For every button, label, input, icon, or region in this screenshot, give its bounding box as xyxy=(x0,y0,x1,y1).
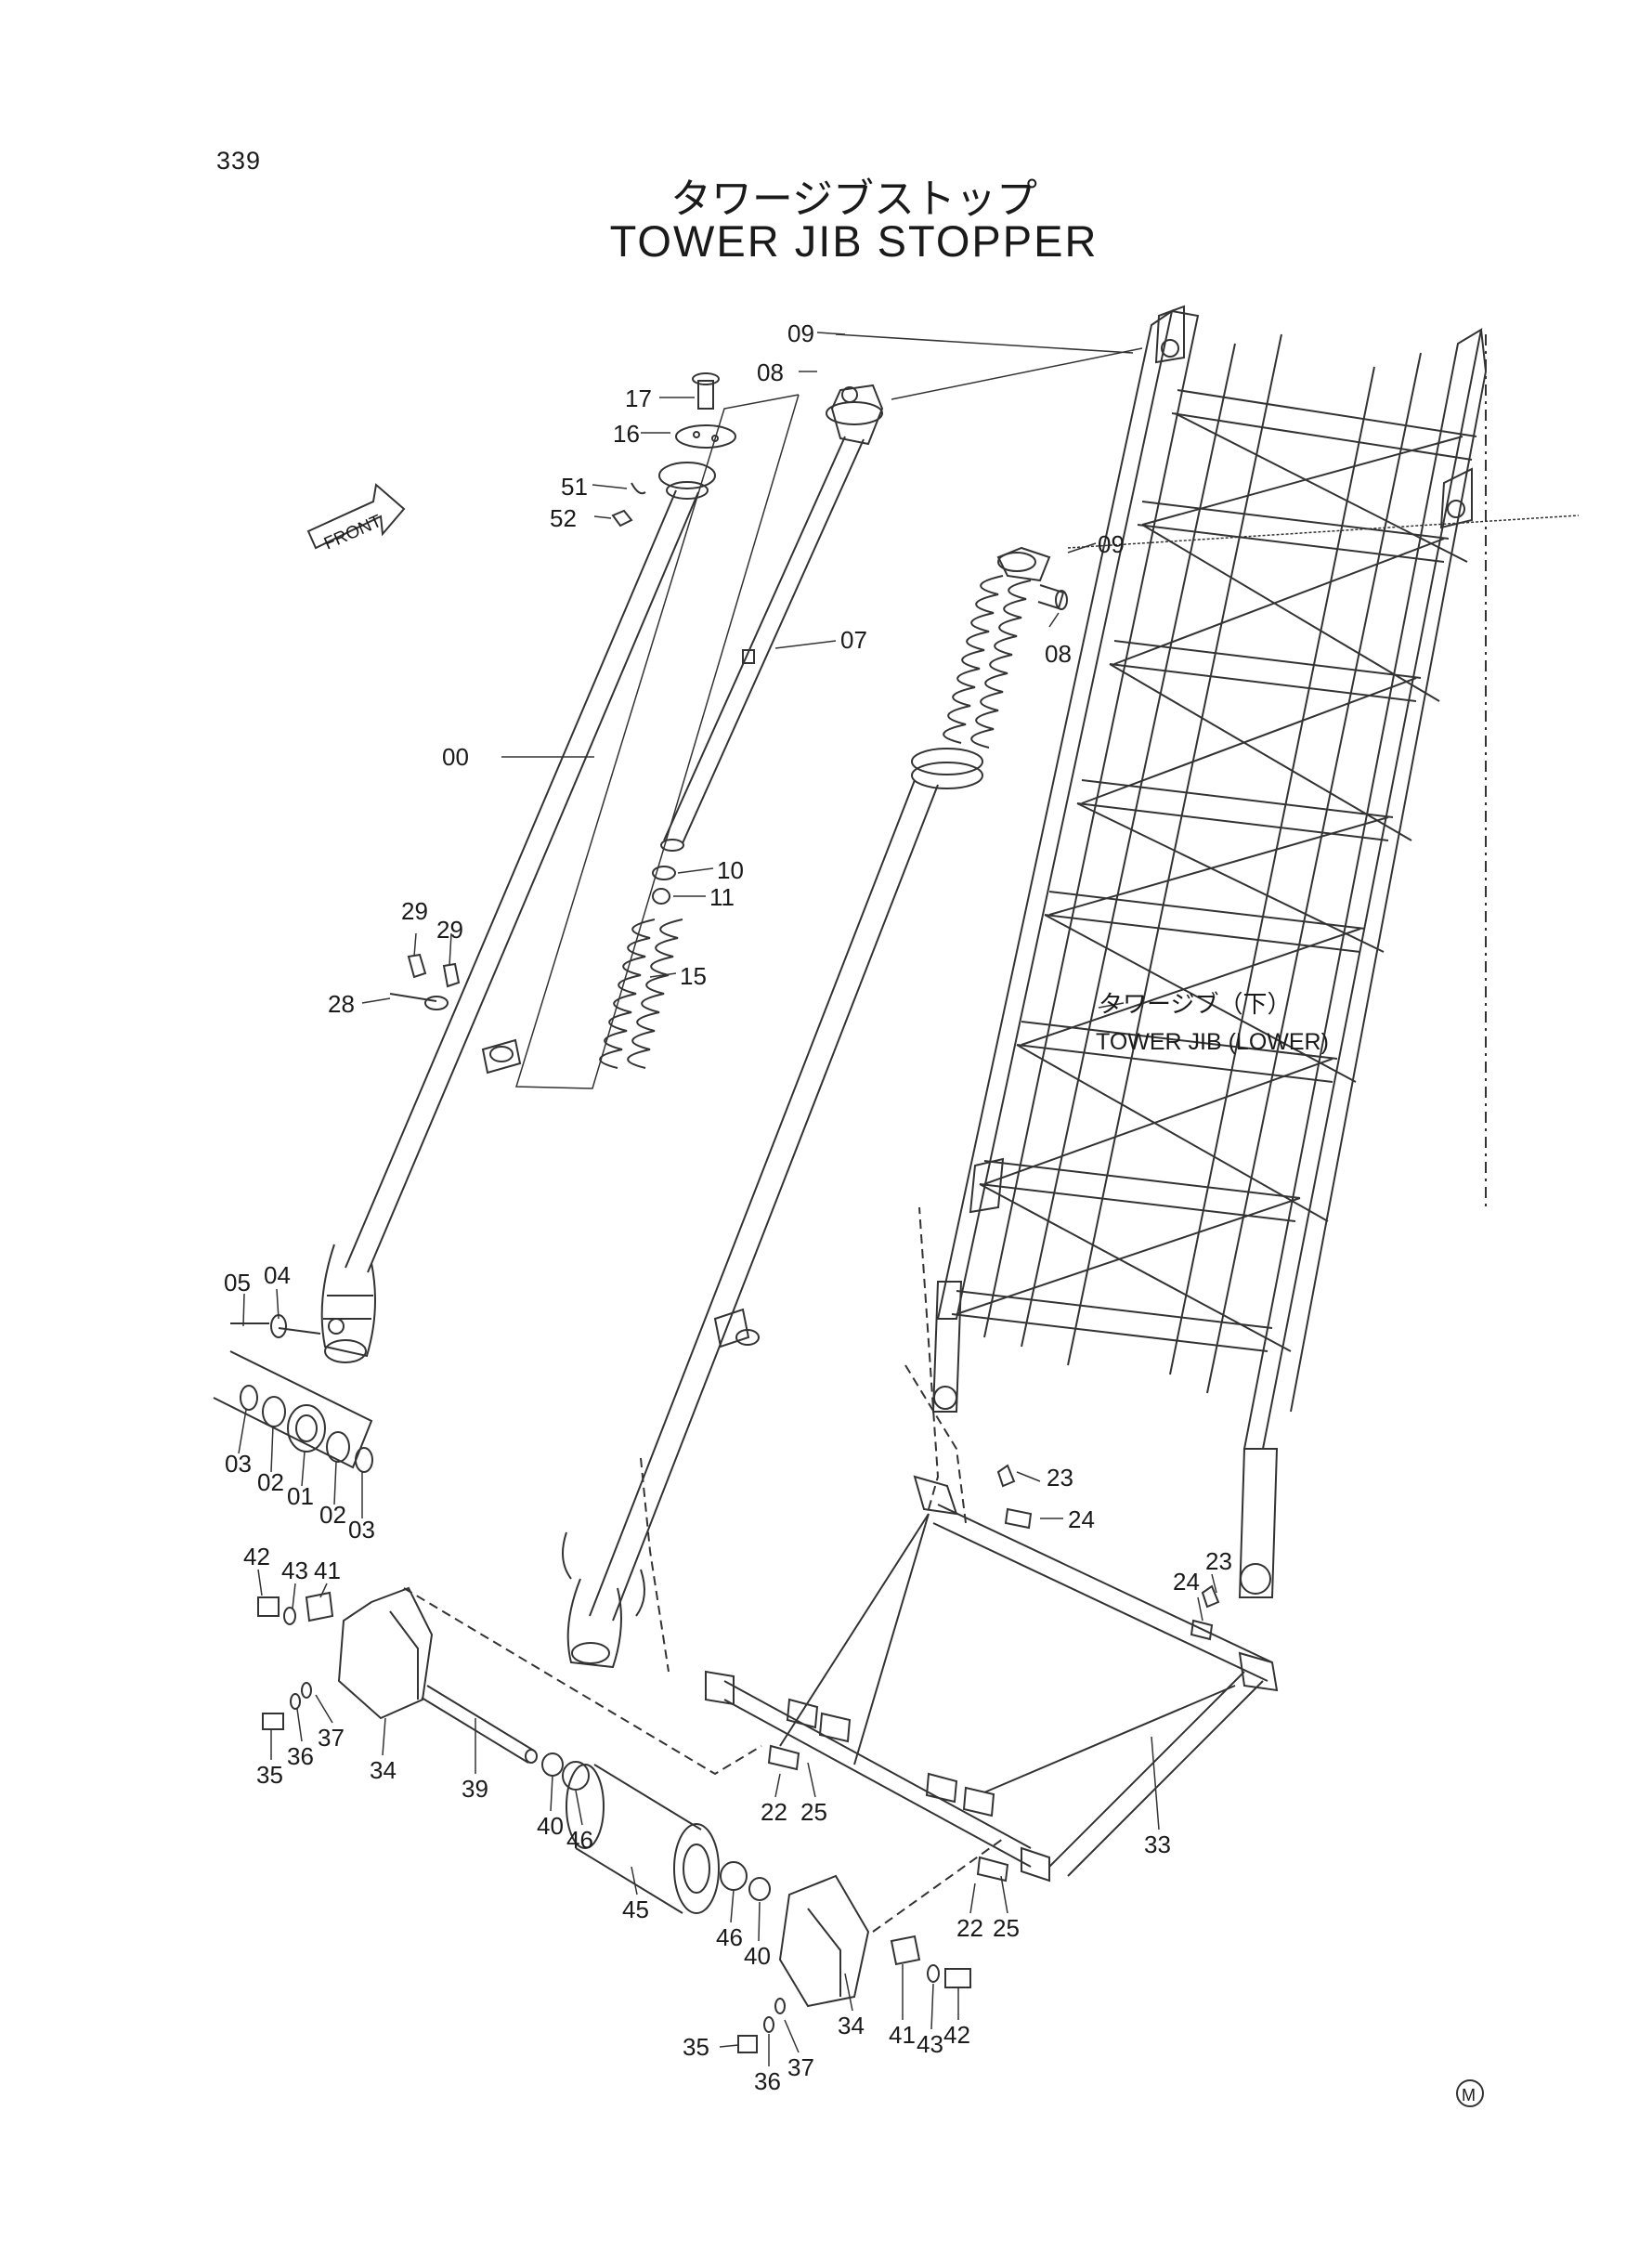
mark-text: M xyxy=(1462,2086,1476,2104)
part-number-labels: 09 08 17 16 51 52 09 08 07 00 10 11 15 2… xyxy=(224,319,1232,2095)
part-label-40: 40 xyxy=(537,1812,564,1840)
assembly-envelope xyxy=(514,394,800,1089)
part-label-46: 46 xyxy=(566,1826,593,1854)
part-label-22-b: 22 xyxy=(956,1914,983,1942)
front-tag-text: FRONT xyxy=(321,512,385,554)
part-label-42-b: 42 xyxy=(943,2021,970,2049)
part-label-43-b: 43 xyxy=(917,2030,943,2058)
part-label-03: 03 xyxy=(225,1450,252,1478)
part-label-03-b: 03 xyxy=(348,1516,375,1544)
part-label-35: 35 xyxy=(256,1761,283,1789)
part-label-24: 24 xyxy=(1068,1505,1095,1533)
part-label-28: 28 xyxy=(328,990,355,1018)
inner-tube-07 xyxy=(599,384,884,1069)
part-label-22: 22 xyxy=(761,1798,787,1826)
part-label-29: 29 xyxy=(401,897,428,925)
part-label-09: 09 xyxy=(787,319,814,347)
bottom-frame-33 xyxy=(640,1206,1279,1883)
part-label-39: 39 xyxy=(462,1775,488,1803)
tower-jib-lower-lattice xyxy=(931,305,1488,1598)
part-label-34-b: 34 xyxy=(838,2012,865,2039)
front-direction-tag: FRONT xyxy=(306,483,406,554)
part-label-00: 00 xyxy=(442,743,469,771)
part-label-42: 42 xyxy=(243,1543,270,1570)
leader-lines xyxy=(238,332,1580,2066)
part-label-11: 11 xyxy=(709,883,735,911)
part-label-40-b: 40 xyxy=(744,1942,771,1970)
roller-assembly xyxy=(257,1586,1004,2053)
part-label-25-b: 25 xyxy=(993,1914,1020,1942)
part-label-41: 41 xyxy=(314,1557,341,1584)
part-label-05: 05 xyxy=(224,1269,251,1296)
part-label-02: 02 xyxy=(257,1468,284,1496)
stopper-rod-00 xyxy=(230,462,716,1363)
part-label-16: 16 xyxy=(613,420,640,448)
right-stopper-assembly xyxy=(562,546,1068,1669)
subassembly-callout: タワージブ（下） TOWER JIB (LOWER) xyxy=(1096,991,1329,1055)
subassembly-label-japanese: タワージブ（下） xyxy=(1099,991,1291,1019)
part-label-36-b: 36 xyxy=(754,2067,781,2095)
part-label-46-b: 46 xyxy=(716,1923,743,1951)
part-label-41-b: 41 xyxy=(889,2021,916,2049)
part-label-10: 10 xyxy=(717,856,744,884)
part-label-43: 43 xyxy=(281,1557,308,1584)
part-label-09-right: 09 xyxy=(1098,530,1125,558)
part-label-01: 01 xyxy=(287,1482,314,1510)
part-label-34: 34 xyxy=(370,1756,397,1784)
part-label-33: 33 xyxy=(1144,1831,1171,1858)
page-number: 339 xyxy=(216,147,262,175)
part-label-24-b: 24 xyxy=(1173,1568,1200,1596)
page-title-japanese: タワージブストップ xyxy=(670,176,1038,223)
part-label-29-b: 29 xyxy=(436,916,463,944)
part-label-07: 07 xyxy=(840,626,867,654)
top-fasteners xyxy=(611,372,736,528)
part-label-23-b: 23 xyxy=(1205,1547,1232,1575)
part-label-37: 37 xyxy=(318,1724,345,1752)
part-label-23: 23 xyxy=(1047,1464,1073,1492)
part-label-04: 04 xyxy=(264,1261,291,1289)
bearing-parts xyxy=(213,1350,373,1473)
pin-and-clips xyxy=(389,953,461,1010)
part-label-36: 36 xyxy=(287,1742,314,1770)
part-label-08: 08 xyxy=(757,358,784,386)
circled-m-mark: M xyxy=(1456,2079,1484,2107)
part-label-45: 45 xyxy=(622,1896,649,1923)
part-label-37-b: 37 xyxy=(787,2053,814,2081)
part-label-51: 51 xyxy=(561,473,588,501)
part-label-15: 15 xyxy=(680,962,707,990)
page-title: TOWER JIB STOPPER xyxy=(609,216,1099,266)
part-label-08-right: 08 xyxy=(1045,640,1072,668)
part-label-52: 52 xyxy=(550,504,577,532)
part-label-17: 17 xyxy=(625,384,652,412)
part-label-35-b: 35 xyxy=(683,2033,709,2061)
subassembly-label: TOWER JIB (LOWER) xyxy=(1096,1029,1329,1055)
part-label-02-b: 02 xyxy=(319,1501,346,1529)
part-label-25: 25 xyxy=(800,1798,827,1826)
frame-fasteners xyxy=(767,1464,1220,1883)
